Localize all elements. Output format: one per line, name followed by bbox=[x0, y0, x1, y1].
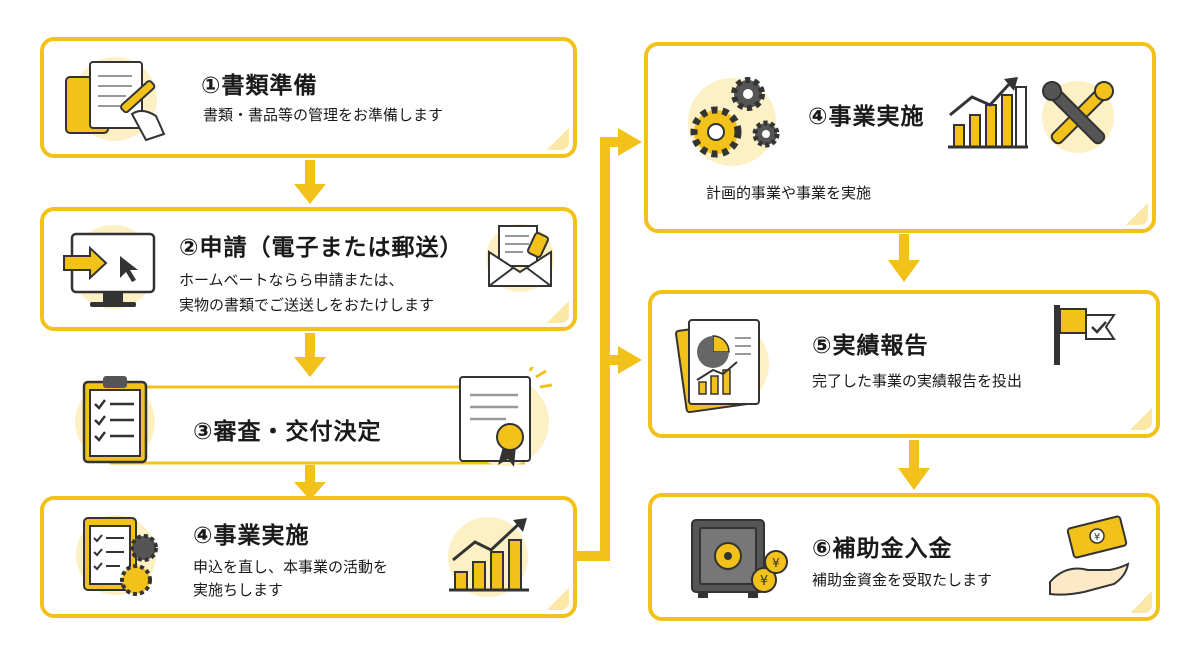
step-1-title: ①書類準備 bbox=[201, 73, 318, 99]
safe-icon: ¥ ¥ bbox=[691, 519, 788, 598]
growth-chart-icon bbox=[448, 517, 529, 597]
step-3-title: ③審査・交付決定 bbox=[193, 419, 382, 445]
svg-text:¥: ¥ bbox=[760, 574, 768, 589]
step-4-title-right: ④事業実施 bbox=[808, 104, 925, 130]
card-fold bbox=[1130, 591, 1152, 613]
step-4-desc-right: 計画的事業や事業を実施 bbox=[706, 184, 872, 202]
gears-icon bbox=[688, 77, 780, 166]
step-6-desc: 補助金資金を受取たします bbox=[812, 571, 993, 589]
computer-screen-icon bbox=[63, 225, 156, 309]
step-4-desc-line-2: 実施ちします bbox=[193, 581, 284, 599]
card-fold bbox=[547, 128, 569, 150]
wrench-tools-icon bbox=[1042, 81, 1114, 153]
certificate-icon bbox=[459, 367, 553, 467]
card-fold bbox=[547, 301, 569, 323]
document-writing-icon bbox=[65, 57, 166, 142]
step-2-desc-line-1: ホームベートならら申請または、 bbox=[179, 271, 404, 289]
card-fold bbox=[547, 588, 569, 610]
report-document-icon bbox=[675, 319, 769, 414]
step-6-title: ⑥補助金入金 bbox=[812, 536, 953, 562]
envelope-stamp-icon bbox=[486, 224, 554, 292]
svg-text:¥: ¥ bbox=[1094, 532, 1100, 543]
money-hand-icon: ¥ bbox=[1049, 515, 1130, 596]
flag-check-icon bbox=[1054, 305, 1116, 365]
step-3-band bbox=[110, 385, 525, 465]
step-2-title: ②申請（電子または郵送） bbox=[179, 235, 464, 261]
step-1-desc: 書類・書品等の管理をお準備します bbox=[203, 106, 444, 124]
card-fold bbox=[1126, 203, 1148, 225]
card-fold bbox=[1130, 408, 1152, 430]
step-4-title-left: ④事業実施 bbox=[193, 523, 310, 549]
step-4-desc-line-1: 申込を直し、本事業の活動を bbox=[193, 558, 389, 576]
clipboard-checklist-icon bbox=[75, 376, 155, 464]
checklist-gears-icon bbox=[76, 515, 158, 596]
step-5-desc: 完了した事業の実績報告を投出 bbox=[812, 372, 1023, 390]
svg-text:¥: ¥ bbox=[772, 556, 780, 570]
step-5-title: ⑤実績報告 bbox=[812, 333, 929, 359]
bar-chart-up-icon bbox=[948, 77, 1028, 149]
step-2-desc-line-2: 実物の書類でご送送しをおたけします bbox=[179, 296, 435, 314]
